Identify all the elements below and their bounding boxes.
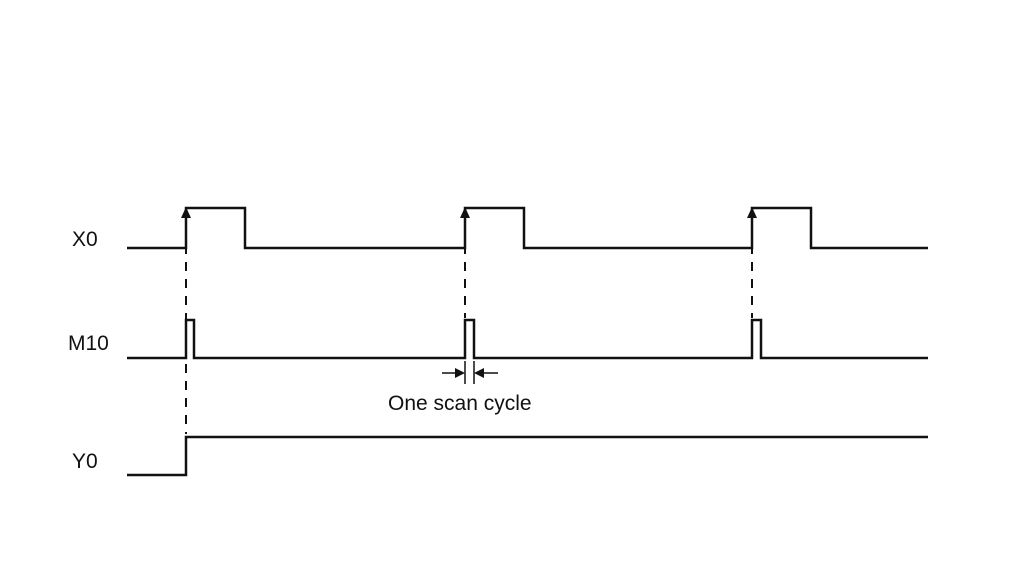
up-arrow-icon bbox=[181, 207, 191, 218]
dimension-arrow-icon bbox=[442, 361, 498, 384]
waveform-x0 bbox=[127, 206, 928, 250]
signal-label-y0: Y0 bbox=[72, 450, 98, 473]
signal-label-m10: M10 bbox=[68, 332, 109, 355]
up-arrow-icon bbox=[460, 207, 470, 218]
waveform-m10 bbox=[127, 318, 928, 360]
up-arrow-icon bbox=[747, 207, 757, 218]
scan-cycle-label: One scan cycle bbox=[388, 392, 532, 415]
waveform-y0 bbox=[127, 435, 928, 477]
signal-label-x0: X0 bbox=[72, 228, 98, 251]
